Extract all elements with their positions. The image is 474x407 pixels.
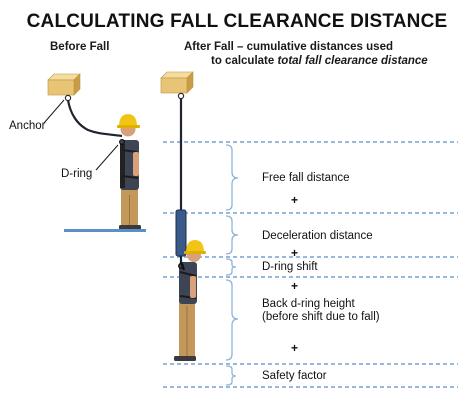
anchor-label: Anchor: [9, 120, 46, 132]
after-fall-heading-line2: to calculate total fall clearance distan…: [211, 55, 428, 67]
brace-dring-shift: [225, 258, 237, 276]
after-fall-heading-line1: After Fall – cumulative distances used: [184, 41, 393, 53]
segment-back-dring-height-label: Back d-ring height: [262, 298, 355, 310]
brace-deceleration: [225, 215, 239, 255]
before-worker: [117, 114, 141, 230]
dring-label: D-ring: [61, 168, 93, 180]
before-anchor-point: [64, 94, 72, 102]
dashed-reference-lines: [163, 141, 458, 388]
brace-safety-factor: [225, 365, 237, 386]
brace-free-fall: [225, 144, 239, 211]
after-anchor-point: [177, 92, 185, 100]
segment-back-dring-height-note: (before shift due to fall): [262, 311, 380, 323]
segment-free-fall-label: Free fall distance: [262, 172, 350, 184]
before-platform: [64, 229, 146, 232]
plus-sign-4: +: [291, 341, 299, 355]
after-worker: [174, 240, 206, 361]
brace-back-dring-height: [225, 279, 239, 361]
dring-pointer-line: [95, 144, 119, 171]
before-lanyard: [66, 99, 123, 138]
distance-braces: [225, 144, 239, 386]
plus-sign-3: +: [291, 279, 299, 293]
diagram-title: CALCULATING FALL CLEARANCE DISTANCE: [26, 11, 448, 32]
plus-sign-2: +: [291, 246, 299, 260]
segment-dring-shift-label: D-ring shift: [262, 261, 318, 273]
after-fall-heading-prefix: to calculate: [211, 55, 278, 67]
segment-safety-factor-label: Safety factor: [262, 370, 327, 382]
plus-sign-1: +: [291, 193, 299, 207]
after-anchor-beam: [160, 71, 194, 94]
before-fall-heading: Before Fall: [50, 41, 110, 53]
segment-deceleration-label: Deceleration distance: [262, 230, 373, 242]
after-fall-heading-emphasis: total fall clearance distance: [277, 55, 428, 67]
before-anchor-beam: [47, 73, 81, 96]
deployed-shock-absorber: [175, 209, 187, 257]
anchor-pointer-line: [43, 99, 65, 124]
